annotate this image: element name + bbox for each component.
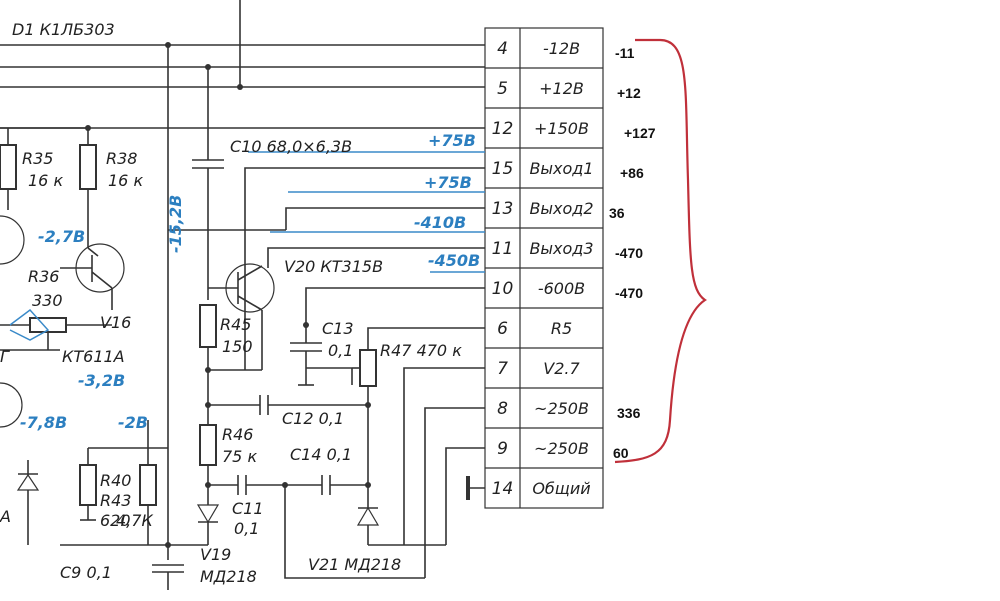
- connector-pin-function: +150В: [534, 119, 589, 138]
- connector-pin-number: 5: [497, 79, 508, 99]
- c12-label: C12 0,1: [282, 409, 344, 428]
- voltage-overlay-lines: [248, 151, 485, 273]
- resistor-r43: [139, 464, 157, 506]
- resistor-r40: [79, 464, 97, 506]
- connector-pin-function: ~250В: [534, 439, 589, 458]
- r43-value: 4,7К: [116, 511, 153, 530]
- annotation-brace: [614, 38, 707, 464]
- voltage-v19-node: -15,2В: [166, 195, 185, 253]
- measured-voltage: -470: [615, 285, 643, 301]
- measured-voltage: -470: [615, 245, 643, 261]
- measured-voltage: +127: [624, 125, 656, 141]
- diode-v19: [196, 504, 220, 524]
- voltage-kt611-out: -3,2В: [78, 371, 125, 390]
- connector-pin-function: Выход1: [529, 159, 593, 178]
- r38-value: 16 к: [108, 171, 143, 190]
- r46-ref: R46: [222, 425, 253, 444]
- c13-ref: C13: [322, 319, 354, 338]
- middle-section: [168, 159, 446, 546]
- resistor-r45: [199, 304, 217, 348]
- measured-voltage: +86: [620, 165, 644, 181]
- measurement-labels: -11 +12 +127 +86 36 -470 -470 336 60: [609, 45, 656, 461]
- connector-pin-number: 10: [492, 279, 514, 299]
- connector-pin-number: 7: [497, 359, 508, 379]
- v20-label: V20 КТ315В: [284, 257, 383, 276]
- voltage-label-pin12: +75В: [428, 131, 476, 150]
- connector-pin-number: 15: [492, 159, 514, 179]
- r46-value: 75 к: [222, 447, 257, 466]
- connector-pin-number: 8: [497, 399, 508, 419]
- r36-value: 330: [32, 291, 63, 310]
- measured-voltage: -11: [615, 45, 635, 61]
- resistor-r47: [359, 349, 377, 387]
- connector-pin-number: 6: [497, 319, 508, 339]
- connector-pin-function: V2.7: [543, 359, 580, 378]
- r45-value: 150: [222, 337, 253, 356]
- r36-ref: R36: [28, 267, 59, 286]
- connector-pin-number: 13: [492, 199, 514, 219]
- r40-value: 620: [100, 511, 131, 530]
- connector-pin-function: -600В: [538, 279, 585, 298]
- r47-label: R47 470 к: [380, 341, 462, 360]
- connector-pin-function: Выход2: [529, 199, 593, 218]
- connector-pin-function: +12В: [539, 79, 584, 98]
- measured-voltage: 336: [617, 405, 641, 421]
- c10-label: C10 68,0×6,3В: [230, 137, 352, 156]
- c14-label: C14 0,1: [290, 445, 352, 464]
- chip-label: D1 К1ЛБ303: [12, 20, 115, 39]
- c11-ref: C11: [232, 499, 264, 518]
- connector-pin-number: 12: [492, 119, 514, 139]
- voltage-v16-base: -2,7В: [38, 227, 85, 246]
- resistor-r46: [199, 424, 217, 466]
- v19-type: МД218: [200, 567, 257, 586]
- measured-voltage: +12: [617, 85, 641, 101]
- bus-wires: [0, 0, 485, 560]
- voltage-r43-top: -2В: [118, 413, 148, 432]
- v16-type: КТ611А: [62, 347, 125, 366]
- r40-ref: R40: [100, 471, 131, 490]
- c9-label: C9 0,1: [60, 563, 112, 582]
- connector-rows: 4 -12В 5 +12В 12 +150В 15 Выход1 13 Выход2 11 Выход…: [485, 39, 603, 499]
- voltage-left-lower: -7,8В: [20, 413, 67, 432]
- v19-ref: V19: [200, 545, 231, 564]
- zener-diode: [16, 473, 40, 491]
- voltage-label-pin13: -410В: [414, 213, 466, 232]
- r35-ref: R35: [22, 149, 53, 168]
- r45-ref: R45: [220, 315, 251, 334]
- connector-pin-number: 14: [492, 479, 514, 499]
- connector-pin-function: R5: [551, 319, 572, 338]
- connector-pin-function: -12В: [543, 39, 580, 58]
- left-section: [0, 125, 184, 590]
- voltage-label-pin15: +75В: [424, 173, 472, 192]
- connector-pin-function: Выход3: [529, 239, 593, 258]
- measured-voltage: 60: [613, 445, 629, 461]
- r35-value: 16 к: [28, 171, 63, 190]
- measured-voltage: 36: [609, 205, 625, 221]
- connector-pin-number: 9: [497, 439, 508, 459]
- left-a-label: А: [0, 507, 11, 526]
- connector-pin-function: ~250В: [534, 399, 589, 418]
- r43-ref: R43: [100, 491, 131, 510]
- v21-label: V21 МД218: [308, 555, 401, 574]
- c13-value: 0,1: [328, 341, 353, 360]
- resistor-r35: [0, 144, 17, 190]
- connector-pin-number: 11: [492, 239, 514, 259]
- resistor-r38: [79, 144, 97, 190]
- connector-pin-number: 4: [497, 39, 508, 59]
- left-g-label: Г: [0, 347, 10, 366]
- c11-value: 0,1: [234, 519, 259, 538]
- voltage-label-pin11: -450В: [428, 251, 480, 270]
- r38-ref: R38: [106, 149, 137, 168]
- diode-v21: [356, 506, 380, 526]
- connector-pin-function: Общий: [532, 479, 590, 498]
- signal-wires: [168, 167, 485, 579]
- v16-ref: V16: [100, 313, 131, 332]
